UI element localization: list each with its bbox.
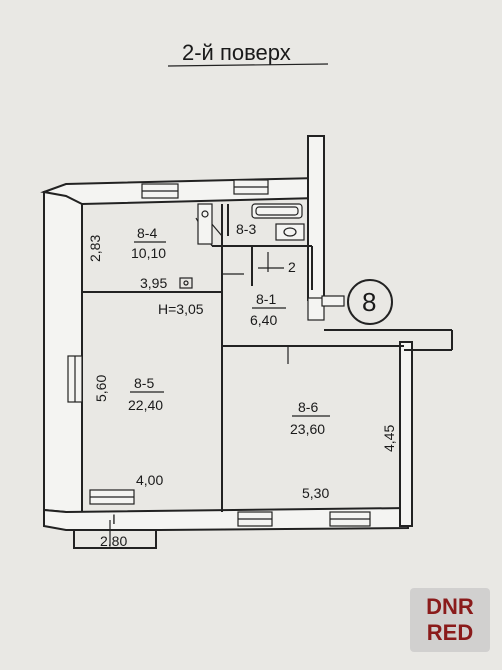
- toilet-icon: [275, 223, 305, 241]
- dim-2-83: 2,83: [87, 235, 103, 262]
- outer-walls: [40, 135, 413, 531]
- dim-2: 2: [288, 259, 296, 275]
- dim-I: I: [112, 511, 116, 527]
- floor-title: 2-й поверх: [182, 40, 291, 65]
- room-8-4-id: 8-4: [137, 225, 157, 241]
- watermark-line1: DNR: [426, 594, 474, 619]
- room-8-6: 8-6 23,60: [290, 399, 330, 437]
- room-8-6-id: 8-6: [298, 399, 318, 415]
- windows: [67, 179, 371, 527]
- room-8-5-id: 8-5: [134, 375, 154, 391]
- room-8-6-area: 23,60: [290, 421, 325, 437]
- dim-5-30: 5,30: [302, 485, 329, 501]
- room-8-1-id: 8-1: [256, 291, 276, 307]
- dim-height: H=3,05: [158, 301, 204, 317]
- watermark-logo: DNR RED: [410, 588, 490, 652]
- room-8-5: 8-5 22,40: [128, 375, 164, 413]
- room-8-1-area: 6,40: [250, 312, 277, 328]
- room-8-4-area: 10,10: [131, 245, 166, 261]
- balcony: [73, 530, 157, 549]
- title-underline: [167, 63, 329, 67]
- room-8-1: 8-1 6,40: [250, 291, 286, 328]
- dim-2-80: 2,80: [100, 533, 127, 549]
- bathtub-icon: [251, 203, 303, 219]
- sink-icon: [197, 203, 213, 245]
- room-8-5-area: 22,40: [128, 397, 163, 413]
- dim-4-00: 4,00: [136, 472, 163, 488]
- room-8-3-id: 8-3: [236, 221, 256, 237]
- watermark-line2: RED: [426, 620, 474, 645]
- bathroom-fixtures: [179, 203, 305, 289]
- room-8-4: 8-4 10,10: [131, 225, 166, 261]
- room-8-3: 8-3: [236, 221, 256, 237]
- apartment-number-circle: [347, 279, 393, 325]
- dimensions: 2,83 3,95 H=3,05 5,60 4,00 2,80 4,45 5,3…: [87, 235, 397, 549]
- stove-icon: [179, 277, 193, 289]
- dim-3-95: 3,95: [140, 275, 167, 291]
- dim-5-60: 5,60: [93, 375, 109, 402]
- dim-4-45: 4,45: [381, 425, 397, 452]
- apartment-number: 8: [362, 287, 376, 317]
